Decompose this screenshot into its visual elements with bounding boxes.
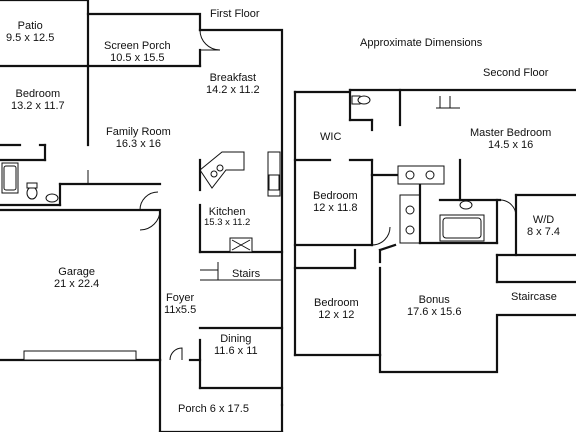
room-wic: WIC <box>320 131 342 143</box>
room-bedroom-third: Bedroom 12 x 12 <box>314 297 359 321</box>
room-porch: Porch 6 x 17.5 <box>178 403 249 415</box>
room-master-bedroom: Master Bedroom 14.5 x 16 <box>470 127 551 151</box>
room-dimensions: 21 x 22.4 <box>54 278 100 290</box>
room-name: Family Room <box>106 126 171 138</box>
room-staircase: Staircase <box>511 291 557 303</box>
room-patio: Patio 9.5 x 12.5 <box>6 20 54 44</box>
room-dimensions: 17.6 x 15.6 <box>407 306 462 318</box>
room-name: Bedroom <box>15 88 61 100</box>
room-dimensions: 14.2 x 11.2 <box>206 84 260 96</box>
heading-approximate-dimensions: Approximate Dimensions <box>360 37 483 49</box>
heading-first-floor: First Floor <box>210 8 260 20</box>
room-stairs: Stairs <box>232 268 261 280</box>
room-name: Foyer <box>166 292 195 304</box>
room-garage: Garage 21 x 22.4 <box>54 266 99 290</box>
room-name: Breakfast <box>209 72 257 84</box>
room-dimensions: 14.5 x 16 <box>488 139 534 151</box>
room-name: Garage <box>58 266 95 278</box>
room-dimensions: 12 x 12 <box>318 309 355 321</box>
first-floor-walls <box>0 0 284 432</box>
room-bedroom-second-floor: Bedroom 12 x 11.8 <box>313 190 358 214</box>
room-bonus: Bonus 17.6 x 15.6 <box>407 294 461 318</box>
second-floor-walls <box>293 88 576 374</box>
room-dimensions: 8 x 7.4 <box>527 226 561 238</box>
room-dining: Dining 11.6 x 11 <box>214 333 258 357</box>
room-breakfast: Breakfast 14.2 x 11.2 <box>206 72 260 96</box>
room-name: Bonus <box>418 294 450 306</box>
heading-second-floor: Second Floor <box>483 67 549 79</box>
room-dimensions: 10.5 x 15.5 <box>110 52 165 64</box>
room-dimensions: 9.5 x 12.5 <box>6 32 55 44</box>
room-dimensions: 11.6 x 11 <box>214 345 258 357</box>
room-dimensions: 11x5.5 <box>164 304 197 316</box>
room-foyer: Foyer 11x5.5 <box>164 292 196 316</box>
room-dimensions: 16.3 x 16 <box>115 138 162 150</box>
room-name: Kitchen <box>208 206 246 218</box>
room-family-room: Family Room 16.3 x 16 <box>106 126 171 150</box>
room-name: W/D <box>532 214 555 226</box>
room-dimensions: 12 x 11.8 <box>313 202 358 214</box>
room-bedroom-first-floor: Bedroom 13.2 x 11.7 <box>11 88 65 112</box>
room-wd: W/D 8 x 7.4 <box>527 214 560 238</box>
room-name: Patio <box>17 20 43 32</box>
room-kitchen: Kitchen 15.3 x 11.2 <box>204 206 250 228</box>
room-name: Dining <box>220 333 252 345</box>
room-screen-porch: Screen Porch 10.5 x 15.5 <box>104 40 171 64</box>
room-dimensions: 13.2 x 11.7 <box>11 100 65 112</box>
room-name: Bedroom <box>314 297 359 309</box>
room-name: Master Bedroom <box>470 127 552 139</box>
room-dimensions: 15.3 x 11.2 <box>204 217 251 228</box>
room-name: Bedroom <box>313 190 358 202</box>
room-name: Screen Porch <box>104 40 171 52</box>
